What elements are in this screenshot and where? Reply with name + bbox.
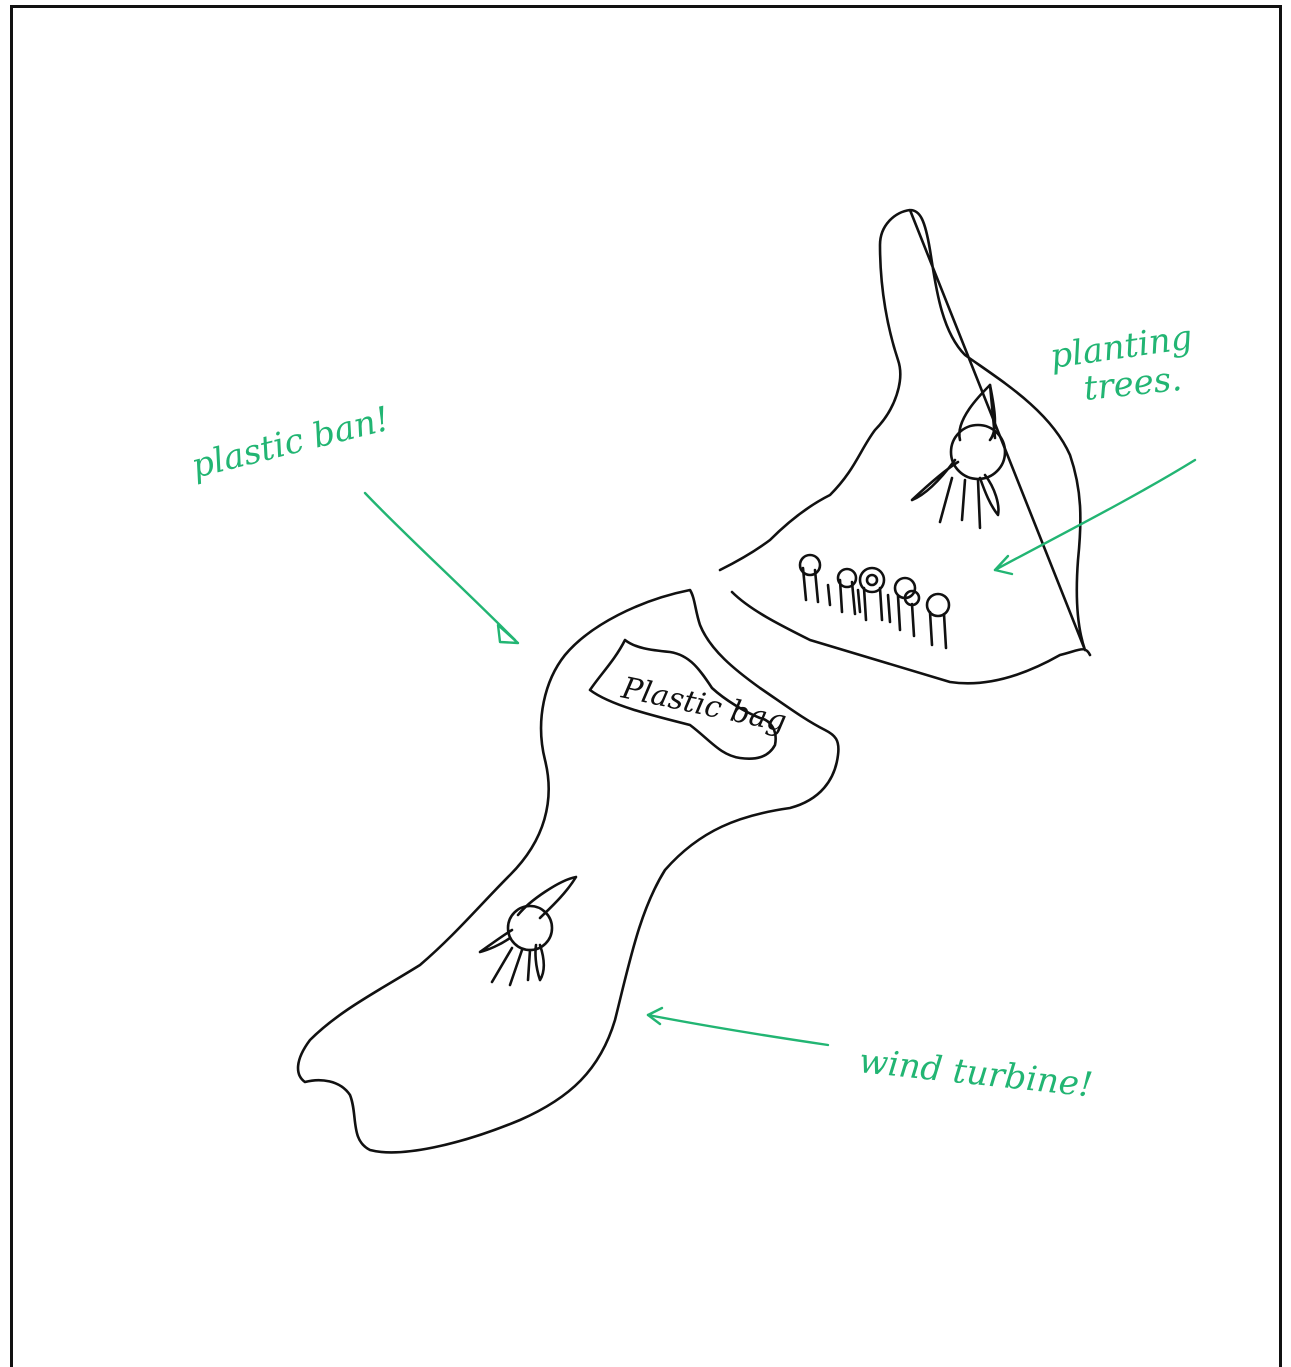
south-island-outline (298, 590, 838, 1152)
trees-row-icon (800, 555, 949, 648)
plastic-ban-arrow (365, 493, 518, 643)
planting-trees-arrow (995, 460, 1195, 574)
plastic-ban-note: plastic ban! (188, 399, 394, 487)
wind-turbine-south-icon (480, 877, 576, 985)
wind-turbine-note: wind turbine! (857, 1041, 1094, 1105)
plastic-bag-label: Plastic bag (618, 670, 790, 739)
wind-turbine-arrow (648, 1008, 828, 1045)
wind-turbine-north-icon (912, 385, 1005, 528)
north-island-outline (720, 210, 1090, 683)
